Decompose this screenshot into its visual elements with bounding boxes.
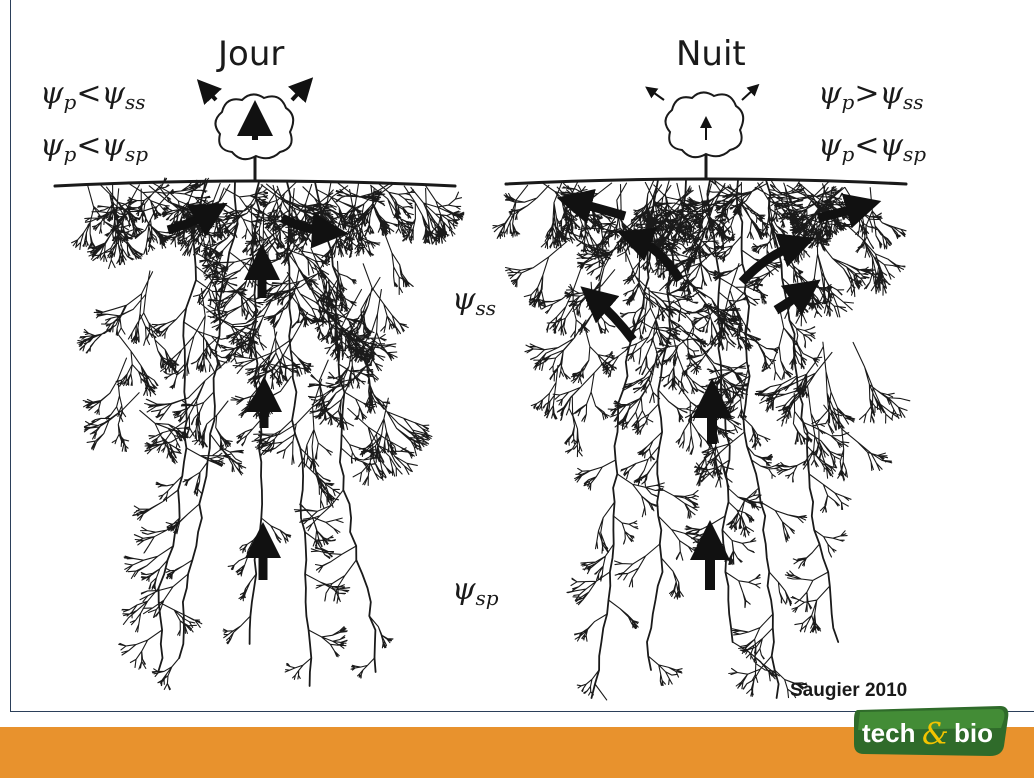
fine-roots [493,180,910,700]
night-root-arrow-3 [594,298,633,340]
night-equation-1: ψp>ψss [818,76,924,114]
citation: Saugier 2010 [790,680,907,702]
day-equation-2: ψp<ψsp [40,128,148,166]
night-equation-2: ψp<ψsp [818,128,926,166]
logo-text-left: tech [862,718,915,748]
night-transpiration-arrow-left [650,90,664,100]
day-equation-1: ψp<ψss [40,76,146,114]
night-canopy [665,92,743,157]
day-panel-title: Jour [218,34,284,74]
fine-roots [72,178,464,690]
day-transpiration-arrow-left [205,88,216,100]
soil-surface [55,181,455,186]
deep-soil-potential-label: ψsp [452,572,499,610]
logo-text-right: bio [954,718,993,748]
day-transpiration-arrow-right [292,86,305,100]
night-root-system [493,179,910,700]
tech-and-bio-logo: tech & bio [850,704,1012,758]
surface-soil-potential-label: ψss [452,282,496,320]
night-panel-title: Nuit [676,34,746,74]
logo-ampersand: & [922,717,949,752]
night-transpiration-arrow-right [742,88,755,100]
soil-surface [506,179,906,184]
day-root-system [55,178,464,690]
